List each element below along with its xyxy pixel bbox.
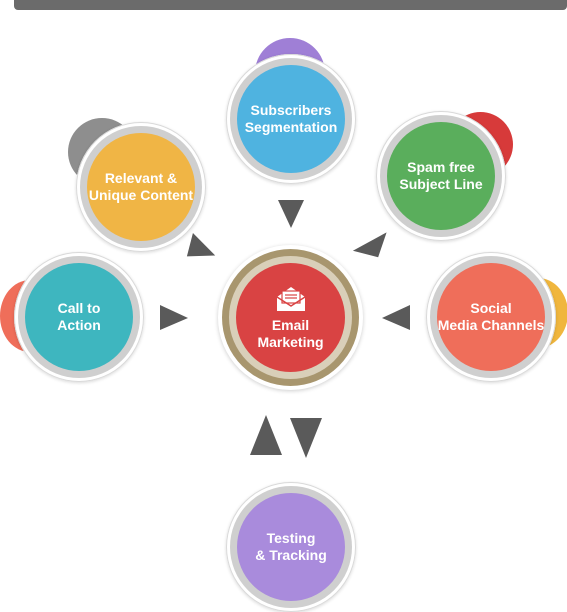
- node-testing-tracking: Testing & Tracking: [226, 482, 356, 612]
- arrow-from-spam: [352, 232, 387, 258]
- testing-line2: & Tracking: [255, 547, 327, 563]
- testing-tracking-circle: Testing & Tracking: [237, 493, 345, 601]
- subscribers-line1: Subscribers: [250, 102, 332, 118]
- spam-line1: Spam free: [407, 159, 475, 175]
- cta-line1: Call to: [57, 300, 101, 316]
- envelope-icon: [276, 286, 305, 311]
- center-line2: Marketing: [257, 333, 324, 350]
- subscribers-line2: Segmentation: [244, 119, 338, 135]
- node-call-to-action: Call to Action: [14, 252, 144, 382]
- relevant-line2: Unique Content: [88, 187, 194, 203]
- spam-free-circle: Spam free Subject Line: [387, 122, 495, 230]
- email-marketing-circle: Email Marketing: [236, 263, 345, 372]
- arrow-from-relevant: [186, 232, 216, 257]
- node-spam-free-subject-line: Spam free Subject Line: [376, 111, 506, 241]
- top-bar: [14, 0, 567, 10]
- node-social-media-channels: Social Media Channels: [426, 252, 556, 382]
- subscribers-segmentation-circle: Subscribers Segmentation: [237, 65, 345, 173]
- node-relevant-unique-content: Relevant & Unique Content: [76, 122, 206, 252]
- testing-line1: Testing: [266, 530, 316, 546]
- relevant-line1: Relevant &: [104, 170, 178, 186]
- spam-line2: Subject Line: [399, 176, 483, 192]
- cta-line2: Action: [57, 317, 101, 333]
- arrow-down-from-subscribers: [278, 200, 304, 228]
- call-to-action-circle: Call to Action: [25, 263, 133, 371]
- node-email-marketing-center: Email Marketing: [218, 245, 363, 390]
- center-line1: Email: [271, 316, 310, 333]
- arrow-up-to-center: [250, 415, 282, 455]
- relevant-content-circle: Relevant & Unique Content: [87, 133, 195, 241]
- arrow-down-to-testing: [290, 418, 322, 458]
- social-media-circle: Social Media Channels: [437, 263, 545, 371]
- arrow-from-call-to-action: [160, 305, 188, 330]
- social-line1: Social: [470, 300, 512, 316]
- arrow-from-social: [382, 305, 410, 330]
- social-line2: Media Channels: [437, 317, 545, 333]
- node-subscribers-segmentation: Subscribers Segmentation: [226, 54, 356, 184]
